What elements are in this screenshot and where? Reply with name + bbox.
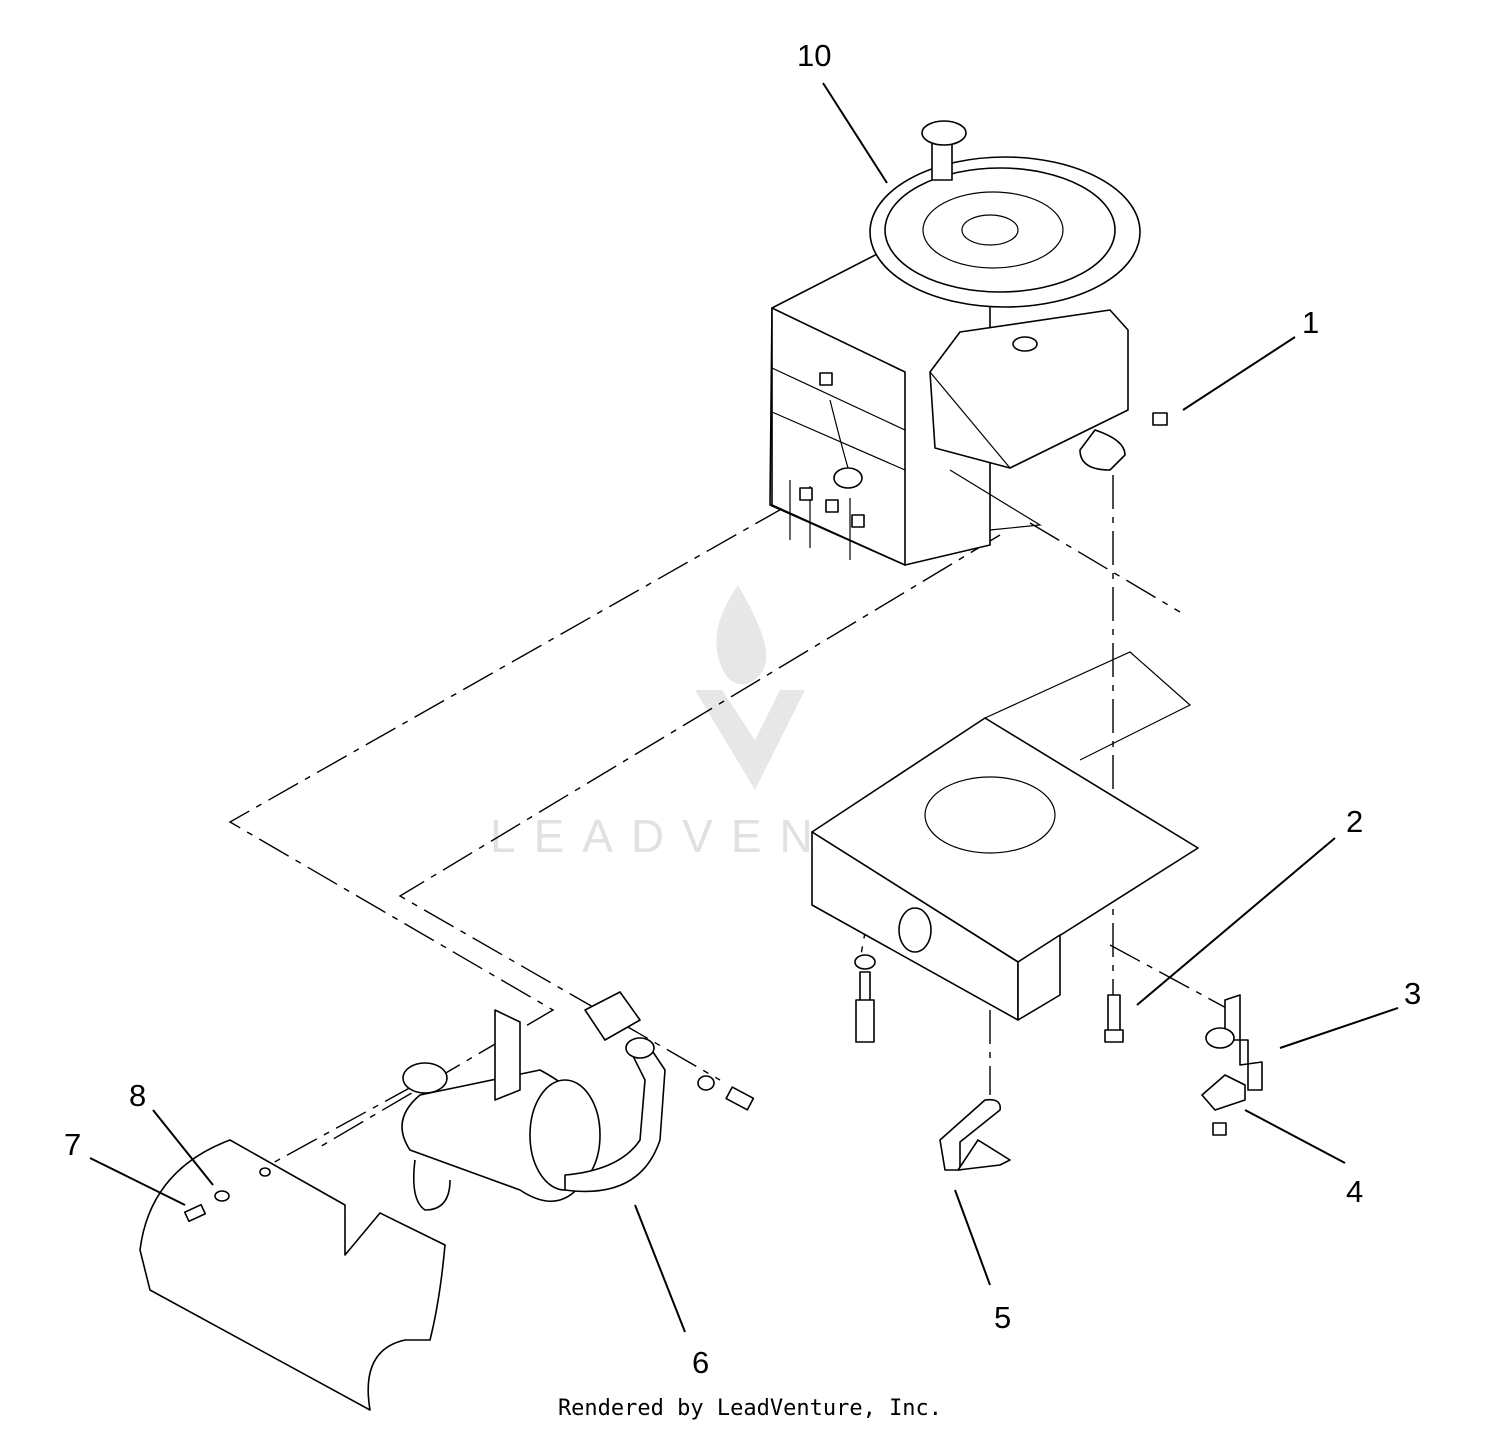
callout-2: 2	[1346, 804, 1363, 839]
engine	[769, 120, 1141, 566]
heat-shield	[139, 1139, 446, 1411]
callout-4: 4	[1346, 1174, 1363, 1209]
callout-labels: 10 1 2 3 4 5 6 7 8	[64, 38, 1421, 1380]
muffler	[401, 991, 755, 1211]
callout-7: 7	[64, 1127, 81, 1162]
callout-3: 3	[1404, 976, 1421, 1011]
callout-5: 5	[994, 1300, 1011, 1335]
callout-8: 8	[129, 1078, 146, 1113]
callout-1: 1	[1302, 305, 1319, 340]
callout-10: 10	[797, 38, 831, 73]
callout-leaders	[89, 82, 1399, 1333]
callout-6: 6	[692, 1345, 709, 1380]
fasteners	[854, 412, 1263, 1171]
mounting-plate	[811, 651, 1199, 1021]
credit-line: Rendered by LeadVenture, Inc.	[557, 1396, 943, 1421]
watermark-logo	[695, 585, 805, 790]
